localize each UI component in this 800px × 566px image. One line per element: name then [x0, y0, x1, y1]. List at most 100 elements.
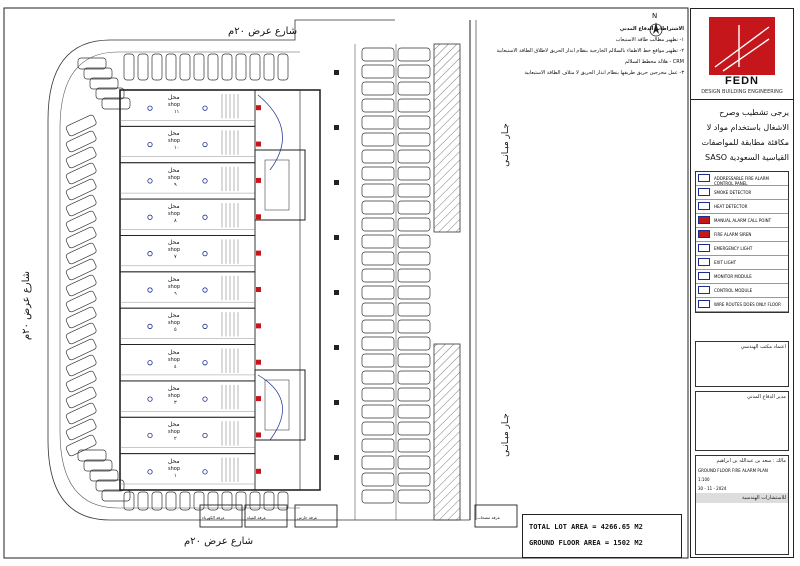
car-icon [137, 491, 149, 511]
shop-label-en: shop [168, 138, 181, 145]
legend-symbol-icon [698, 272, 710, 280]
shop-label-en: shop [168, 320, 181, 327]
car-icon [361, 81, 395, 96]
shop-number: ٢ [174, 436, 177, 443]
legend-row: SMOKE DETECTOR [696, 186, 788, 200]
car-icon [361, 455, 395, 470]
manual-call-point-icon [256, 323, 261, 329]
smoke-detector-icon [147, 396, 153, 402]
car-icon [89, 77, 119, 90]
car-icon [361, 64, 395, 79]
car-icon [65, 306, 97, 329]
car-icon [361, 115, 395, 130]
car-icon [123, 53, 135, 81]
car-icon [397, 472, 431, 487]
street-top-label: شارع عرض ٢٠م [228, 26, 298, 37]
shop-number: ١٠ [174, 145, 180, 152]
smoke-detector-icon [147, 469, 153, 475]
legend-label: SMOKE DETECTOR [714, 190, 752, 195]
shop-number: ١١ [174, 109, 180, 115]
legend-row: FIRE ALARM SIREN [696, 228, 788, 242]
car-icon [65, 402, 97, 425]
smoke-detector-icon [147, 251, 153, 257]
smoke-detector-icon [202, 469, 208, 475]
car-icon [361, 370, 395, 385]
car-icon [151, 53, 163, 81]
smoke-detector-icon [202, 141, 208, 148]
car-icon [123, 491, 135, 511]
car-icon [397, 455, 431, 470]
room-box [244, 504, 288, 528]
car-icon [65, 130, 97, 153]
room-box [294, 504, 338, 528]
car-icon [397, 285, 431, 300]
legend-symbol-icon [698, 174, 710, 182]
car-icon [65, 434, 97, 457]
car-icon [397, 217, 431, 232]
smoke-detector-icon [147, 105, 153, 111]
car-icon [361, 336, 395, 351]
legend-row: EXIT LIGHT [696, 256, 788, 270]
smoke-detector-icon [202, 251, 208, 257]
neighbor-bottom-label: جـار مبـانـى [500, 413, 511, 457]
car-icon [361, 421, 395, 436]
car-icon [361, 302, 395, 317]
car-icon [221, 53, 233, 81]
shop-label-ar: محل [168, 348, 180, 356]
legend-row: MONITOR MODULE [696, 270, 788, 284]
car-icon [65, 194, 97, 217]
manual-call-point-icon [256, 468, 261, 474]
shop-label-ar: محل [168, 130, 180, 138]
car-icon [397, 336, 431, 351]
shop-label-en: shop [168, 465, 181, 472]
legend-row: HEAT DETECTOR [696, 200, 788, 214]
site-boundary [47, 19, 470, 521]
car-icon [65, 354, 97, 377]
car-icon [397, 132, 431, 147]
legend-row: EMERGENCY LIGHT [696, 242, 788, 256]
car-icon [397, 353, 431, 368]
car-icon [361, 489, 395, 504]
shop-label-en: shop [168, 247, 181, 254]
manual-call-point-icon [256, 141, 261, 147]
smoke-detector-icon [147, 287, 153, 293]
car-icon [397, 115, 431, 130]
legend-label: MANUAL ALARM CALL POINT [714, 218, 772, 223]
smoke-detector-icon [147, 360, 153, 366]
smoke-detector-icon [202, 178, 208, 184]
car-icon [77, 449, 107, 462]
car-icon [361, 183, 395, 198]
stair-core-bottom [254, 369, 306, 441]
car-icon [361, 251, 395, 266]
car-icon [65, 322, 97, 345]
legend-row: MANUAL ALARM CALL POINT [696, 214, 788, 228]
shop-unit [119, 380, 256, 418]
smoke-detector-icon [202, 323, 208, 329]
car-icon [397, 251, 431, 266]
car-icon [65, 258, 97, 281]
legend-symbol-icon [698, 230, 710, 238]
car-icon [361, 404, 395, 419]
car-icon [397, 183, 431, 198]
car-icon [77, 57, 107, 70]
car-icon [361, 234, 395, 249]
wire-route [257, 94, 283, 441]
company-logo: FEDN DESIGN BUILDING ENGINEERING [691, 9, 793, 100]
car-icon [193, 53, 205, 81]
shop-unit [119, 198, 256, 236]
shop-label-en: shop [168, 429, 181, 436]
shop-unit [119, 416, 256, 455]
footer-office: للاستشارات الهندسية [696, 493, 788, 503]
smoke-detector-icon [147, 214, 153, 220]
legend-label: FIRE ALARM SIREN [714, 232, 752, 237]
smoke-detector-icon [202, 287, 208, 293]
rear-corridor [299, 89, 321, 491]
title-block: FEDN DESIGN BUILDING ENGINEERING يرجى تش… [690, 8, 794, 558]
shop-number: ٩ [174, 181, 177, 188]
smoke-detector-icon [202, 360, 208, 366]
smoke-detector-icon [147, 432, 153, 439]
note-item: CRM - هلالة مخطط السلالم [624, 59, 684, 65]
shop-label-ar: محل [168, 421, 180, 429]
shop-number: ٤ [174, 363, 177, 370]
